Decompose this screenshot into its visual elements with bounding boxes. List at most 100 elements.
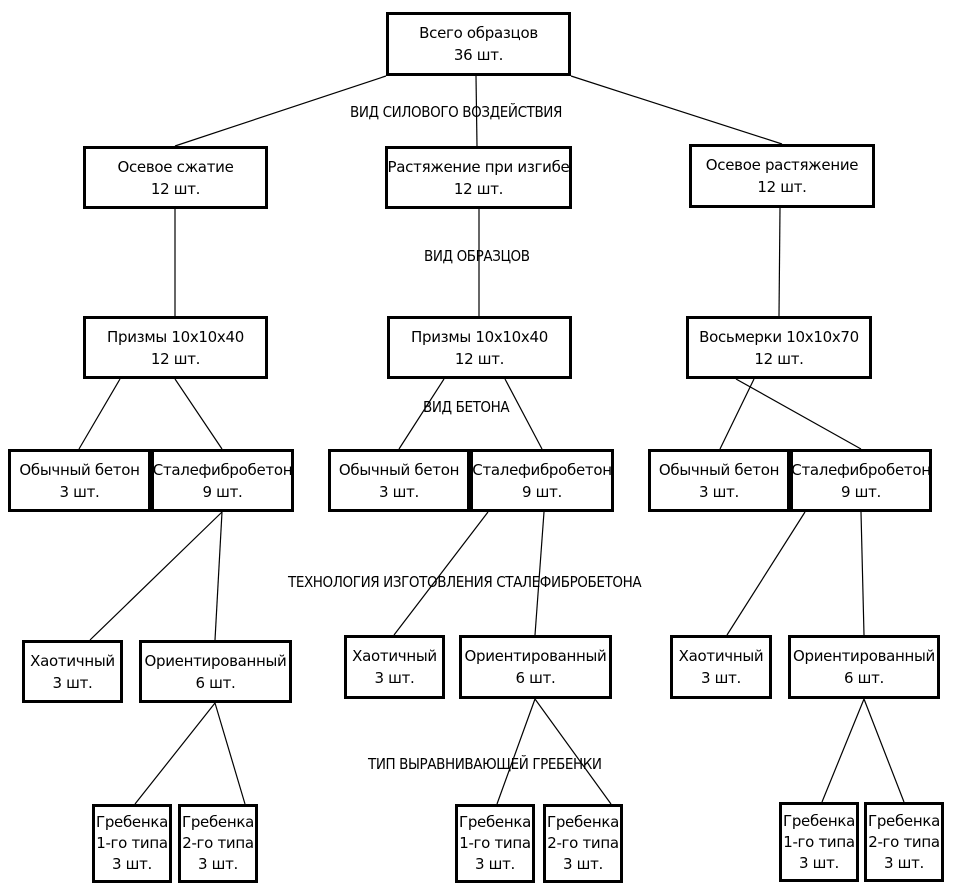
connector-line (534, 511, 545, 636)
connector-line (89, 511, 223, 641)
node-line: 9 шт. (840, 482, 882, 501)
connector-line (174, 75, 387, 147)
node-line: 3 шт. (698, 482, 740, 501)
node-line: Ориентированный (464, 647, 607, 665)
node-line: 3 шт. (700, 669, 742, 687)
node-comb-type-1: Гребенка 1-го типа 3 шт. (92, 804, 172, 883)
node-plain-concrete: Обычный бетон 3 шт. (8, 449, 151, 512)
node-line: Всего образцов (419, 24, 538, 42)
level-label-specimen: ВИД ОБРАЗЦОВ (424, 247, 530, 265)
node-line: Хаотичный (30, 651, 115, 670)
node-line: 1-го типа (459, 834, 531, 852)
node-line: Гребенка (458, 813, 532, 831)
node-plain-concrete: Обычный бетон 3 шт. (328, 449, 470, 512)
node-comb-type-2: Гребенка 2-го типа 3 шт. (178, 804, 258, 883)
node-line: Осевое сжатие (117, 157, 234, 176)
connector-line (475, 75, 478, 147)
level-label-concrete: ВИД БЕТОНА (423, 398, 510, 416)
node-line: 3 шт. (111, 855, 153, 873)
connector-line (726, 511, 806, 636)
node-chaotic: Хаотичный 3 шт. (22, 640, 123, 703)
node-oriented: Ориентированный 6 шт. (459, 635, 612, 699)
node-line: Осевое растяжение (705, 156, 859, 174)
node-comb-type-2: Гребенка 2-го типа 3 шт. (543, 804, 623, 883)
connector-line (863, 698, 905, 803)
node-line: Обычный бетон (19, 460, 140, 479)
node-line: 3 шт. (562, 855, 604, 873)
connector-line (393, 511, 489, 636)
connector-line (719, 378, 755, 450)
connector-line (735, 378, 862, 450)
connector-line (214, 702, 246, 805)
node-steel-fiber-concrete: Сталефибробетон 9 шт. (470, 449, 614, 512)
node-chaotic: Хаотичный 3 шт. (670, 635, 772, 699)
node-line: Гребенка (181, 813, 255, 831)
node-line: Сталефибробетон (152, 460, 293, 479)
node-line: 6 шт. (843, 669, 885, 687)
node-line: Обычный бетон (658, 460, 780, 479)
node-line: 3 шт. (52, 673, 93, 692)
node-line: Гребенка (867, 811, 941, 830)
node-line: Ориентированный (792, 647, 936, 665)
level-label-comb: ТИП ВЫРАВНИВАЮЩЕЙ ГРЕБЕНКИ (368, 755, 602, 773)
connector-line (214, 511, 223, 641)
node-line: 3 шт. (378, 482, 420, 501)
node-line: Сталефибробетон (791, 460, 931, 479)
node-line: Гребенка (95, 813, 169, 831)
node-axial-compression: Осевое сжатие 12 шт. (83, 146, 268, 209)
node-line: 6 шт. (515, 669, 556, 687)
level-label-technology: ТЕХНОЛОГИЯ ИЗГОТОВЛЕНИЯ СТАЛЕФИБРОБЕТОНА (288, 573, 642, 591)
connector-line (174, 378, 223, 450)
connector-line (398, 378, 445, 450)
node-line: 3 шт. (883, 853, 925, 872)
node-line: 12 шт. (754, 349, 804, 368)
node-plain-concrete: Обычный бетон 3 шт. (648, 449, 790, 512)
node-line: 12 шт. (453, 179, 504, 198)
node-line: 12 шт. (757, 178, 807, 196)
node-line: 6 шт. (195, 673, 236, 692)
node-axial-tension: Осевое растяжение 12 шт. (689, 144, 875, 208)
connector-line (860, 511, 865, 636)
node-line: 9 шт. (521, 482, 563, 501)
node-prisms: Призмы 10х10х40 12 шт. (387, 316, 572, 379)
node-comb-type-1: Гребенка 1-го типа 3 шт. (779, 802, 859, 882)
node-line: 1-го типа (96, 834, 168, 852)
node-line: 12 шт. (150, 349, 201, 368)
node-flexural-tension: Растяжение при изгибе 12 шт. (385, 146, 572, 209)
node-line: 3 шт. (59, 482, 100, 501)
connector-line (778, 207, 781, 317)
node-line: 1-го типа (783, 832, 855, 851)
node-comb-type-2: Гребенка 2-го типа 3 шт. (864, 802, 944, 882)
connector-line (821, 698, 865, 803)
node-line: 36 шт. (453, 46, 504, 64)
connector-line (78, 378, 121, 450)
node-line: 12 шт. (454, 349, 505, 368)
node-line: 12 шт. (150, 179, 201, 198)
node-oriented: Ориентированный 6 шт. (788, 635, 940, 699)
node-figure-eights: Восьмерки 10х10х70 12 шт. (686, 316, 872, 379)
connector-line (504, 378, 543, 450)
node-line: 3 шт. (197, 855, 239, 873)
node-line: 2-го типа (547, 834, 619, 852)
connector-line (496, 698, 536, 805)
node-line: Призмы 10х10х40 (411, 327, 548, 346)
node-chaotic: Хаотичный 3 шт. (344, 635, 445, 699)
node-line: Ориентированный (144, 651, 287, 670)
node-line: 3 шт. (374, 669, 415, 687)
connector-line (134, 702, 216, 805)
node-line: 9 шт. (202, 482, 243, 501)
node-prisms: Призмы 10х10х40 12 шт. (83, 316, 268, 379)
level-label-force: ВИД СИЛОВОГО ВОЗДЕЙСТВИЯ (350, 103, 562, 121)
node-line: Хаотичный (352, 647, 437, 665)
node-comb-type-1: Гребенка 1-го типа 3 шт. (455, 804, 535, 883)
node-line: Обычный бетон (338, 460, 460, 479)
connector-line (534, 698, 612, 805)
node-steel-fiber-concrete: Сталефибробетон 9 шт. (790, 449, 932, 512)
node-line: Восьмерки 10х10х70 (699, 327, 859, 346)
node-line: 3 шт. (474, 855, 516, 873)
connector-line (570, 75, 783, 145)
node-line: 3 шт. (798, 853, 840, 872)
node-line: Хаотичный (678, 647, 764, 665)
